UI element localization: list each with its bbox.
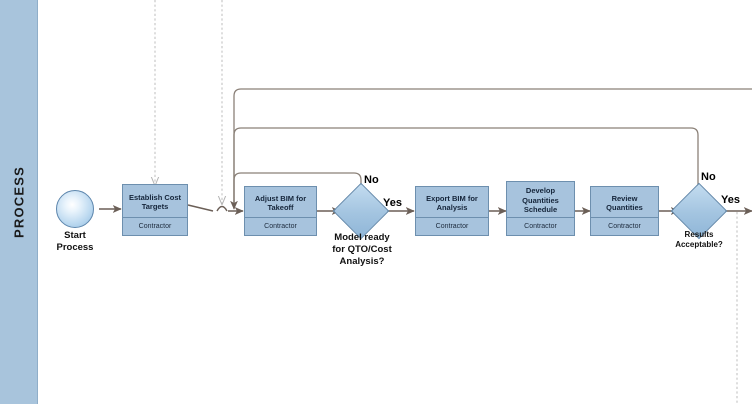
task-role: Contractor [245, 217, 316, 235]
task-role: Contractor [416, 217, 488, 235]
task-title: Review Quantities [606, 193, 643, 212]
flow-label-results-no: No [701, 171, 716, 183]
task-establish-cost-targets[interactable]: Establish Cost Targets Contractor [122, 184, 188, 236]
task-role: Contractor [591, 217, 658, 235]
flow-label-model-ready-yes: Yes [383, 197, 402, 209]
task-develop-quantities-schedule[interactable]: Develop Quantities Schedule Contractor [506, 181, 575, 236]
start-event-circle[interactable] [56, 190, 94, 228]
swimlane-band-process [0, 0, 38, 404]
loopback-from-results-no [233, 127, 699, 204]
gateway-diamond-shape [332, 182, 390, 240]
gateway-results-acceptable-label: Results Acceptable? [675, 230, 723, 249]
line-hop-jump [216, 205, 228, 212]
gateway-model-ready-label: Model ready for QTO/Cost Analysis? [332, 232, 392, 267]
gateway-model-ready[interactable] [332, 182, 390, 240]
gateway-results-acceptable[interactable] [670, 182, 728, 240]
task-title: Adjust BIM for Takeoff [254, 193, 307, 212]
task-export-bim-for-analysis[interactable]: Export BIM for Analysis Contractor [415, 186, 489, 236]
task-review-quantities[interactable]: Review Quantities Contractor [590, 186, 659, 236]
flow-label-model-ready-no: No [364, 174, 379, 186]
start-event-label: Start Process [56, 230, 94, 253]
task-role: Contractor [507, 217, 574, 235]
task-role: Contractor [123, 217, 187, 235]
task-adjust-bim-for-takeoff[interactable]: Adjust BIM for Takeoff Contractor [244, 186, 317, 236]
task-title: Establish Cost Targets [128, 192, 182, 211]
task-title: Develop Quantities Schedule [522, 186, 559, 215]
task-title: Export BIM for Analysis [426, 193, 478, 212]
loopback-from-model-ready-no [233, 172, 362, 204]
flow-establish-to-adjust [187, 204, 214, 212]
loopback-top-from-right-edge [233, 88, 752, 204]
flow-label-results-yes: Yes [721, 194, 740, 206]
